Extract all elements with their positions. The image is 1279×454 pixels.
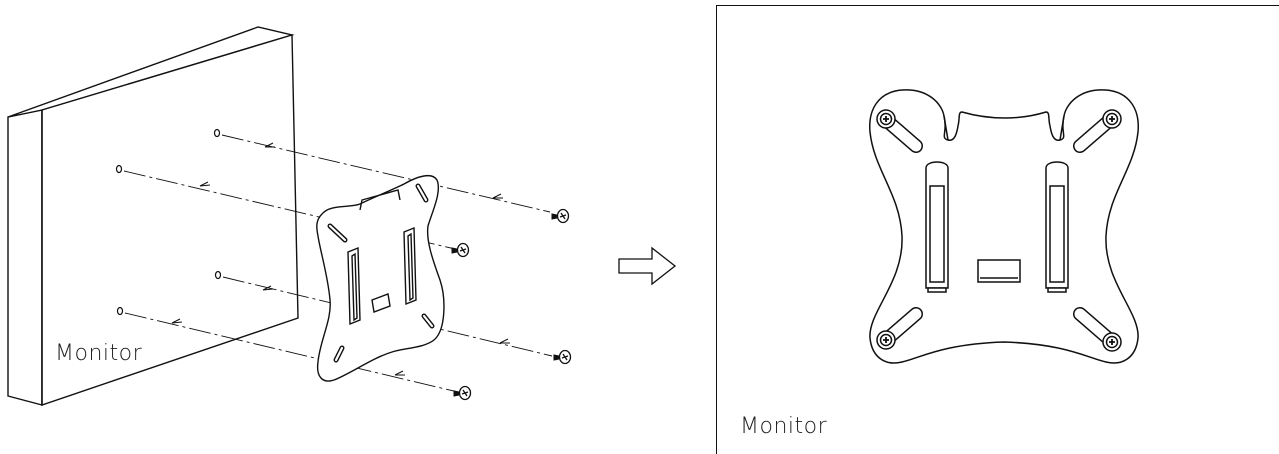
direction-arrows (171, 142, 510, 376)
screw-icon (451, 242, 470, 258)
screw-icon (1102, 109, 1122, 129)
monitor-holes (115, 128, 222, 316)
screw-icon (453, 385, 472, 401)
screw-icon (1102, 332, 1122, 352)
screw-icon (551, 208, 570, 224)
monitor-label-left: Monitor (55, 341, 143, 366)
screw-icon (876, 109, 896, 129)
arrow-right-outline-icon (618, 246, 677, 286)
right-detail-panel (716, 5, 1279, 454)
mounting-plate-front (869, 89, 1139, 364)
screw-icon (553, 349, 572, 365)
screw-icon (876, 330, 896, 350)
monitor-box (7, 26, 299, 406)
monitor-label-right: Monitor (740, 414, 828, 439)
mounting-plate-isometric (316, 174, 445, 382)
